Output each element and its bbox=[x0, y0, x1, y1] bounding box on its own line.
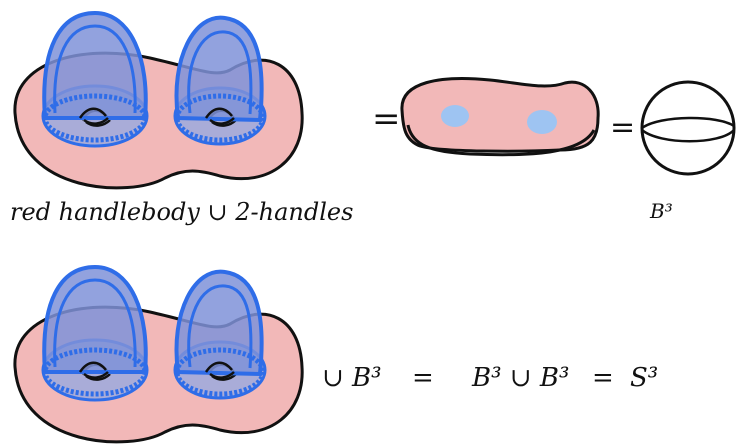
row2-b3: B³ bbox=[351, 363, 382, 393]
disk-spot-right bbox=[527, 110, 557, 134]
row2-s3: S³ bbox=[630, 363, 658, 393]
row2-union: ∪ bbox=[322, 363, 344, 393]
disk-spot-left bbox=[441, 105, 469, 127]
ball-label: B³ bbox=[649, 199, 673, 223]
row2-equals-a: = bbox=[412, 363, 434, 393]
flattened-handlebody bbox=[402, 79, 598, 155]
handlebody-with-2-handles-bottom bbox=[15, 267, 302, 442]
handlebody-with-2-handles-top bbox=[15, 13, 302, 188]
row2-rhs: B³ ∪ B³ bbox=[471, 363, 569, 393]
equals-sign-row1-b: = bbox=[610, 110, 635, 145]
equals-sign-row1-a: = bbox=[372, 99, 401, 139]
row1-caption: red handlebody ∪ 2-handles bbox=[10, 198, 353, 226]
row2-equals-b: = bbox=[592, 363, 614, 393]
ball-b3 bbox=[642, 82, 734, 174]
